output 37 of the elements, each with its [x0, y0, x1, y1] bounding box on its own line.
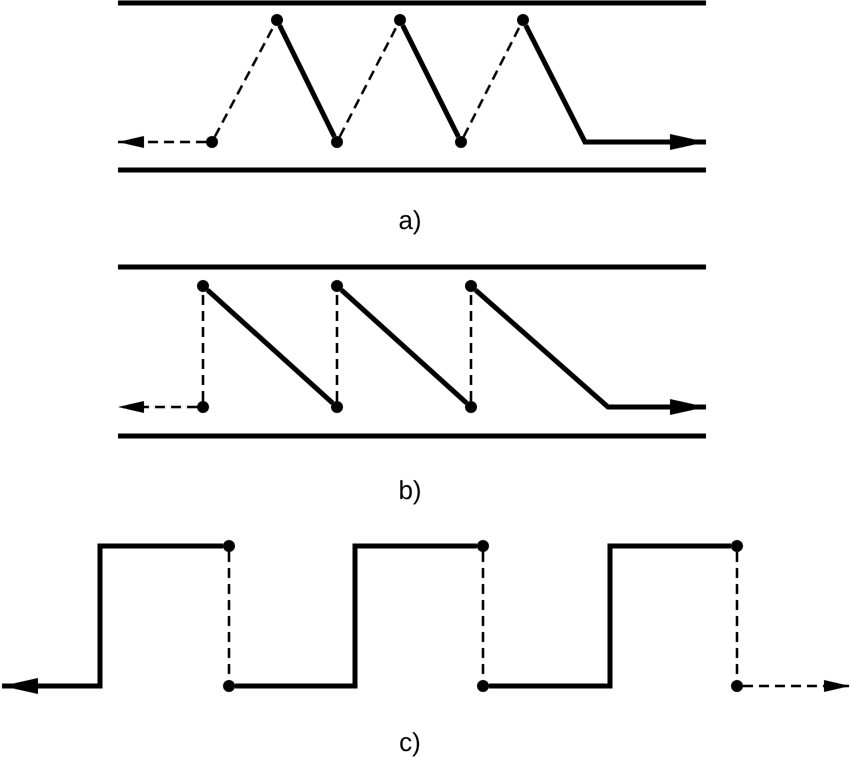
- junction-dot: [465, 280, 477, 292]
- panel-label: c): [399, 727, 421, 757]
- junction-dot: [197, 401, 209, 413]
- junction-dot: [517, 14, 529, 26]
- arrow: [743, 680, 850, 692]
- arrow: [524, 24, 706, 150]
- junction-dot: [394, 14, 406, 26]
- junction-dot: [223, 680, 235, 692]
- junction-dot: [331, 280, 343, 292]
- junction-dot: [731, 540, 743, 552]
- junction-dot: [731, 680, 743, 692]
- connector-line: [336, 292, 338, 401]
- connector-line: [206, 288, 334, 405]
- junction-dot: [206, 136, 218, 148]
- arrow: [2, 544, 223, 694]
- junction-dot: [477, 680, 489, 692]
- connector-line: [462, 24, 522, 138]
- connector-line: [340, 288, 468, 405]
- arrow: [118, 401, 197, 413]
- connector-line: [400, 24, 461, 138]
- junction-dot: [331, 136, 343, 148]
- arrow: [118, 136, 206, 148]
- connector-line: [489, 544, 731, 688]
- junction-dot: [455, 136, 467, 148]
- connector-line: [202, 292, 204, 401]
- junction-dot: [223, 540, 235, 552]
- connector-line: [277, 24, 337, 138]
- junction-dot: [271, 14, 283, 26]
- arrow: [474, 288, 706, 415]
- junction-dot: [331, 401, 343, 413]
- connector-line: [235, 544, 477, 688]
- junction-dot: [477, 540, 489, 552]
- junction-dot: [465, 401, 477, 413]
- connector-line: [470, 292, 472, 401]
- panel-label: b): [398, 475, 422, 505]
- junction-dot: [197, 280, 209, 292]
- panel-label: a): [398, 205, 422, 235]
